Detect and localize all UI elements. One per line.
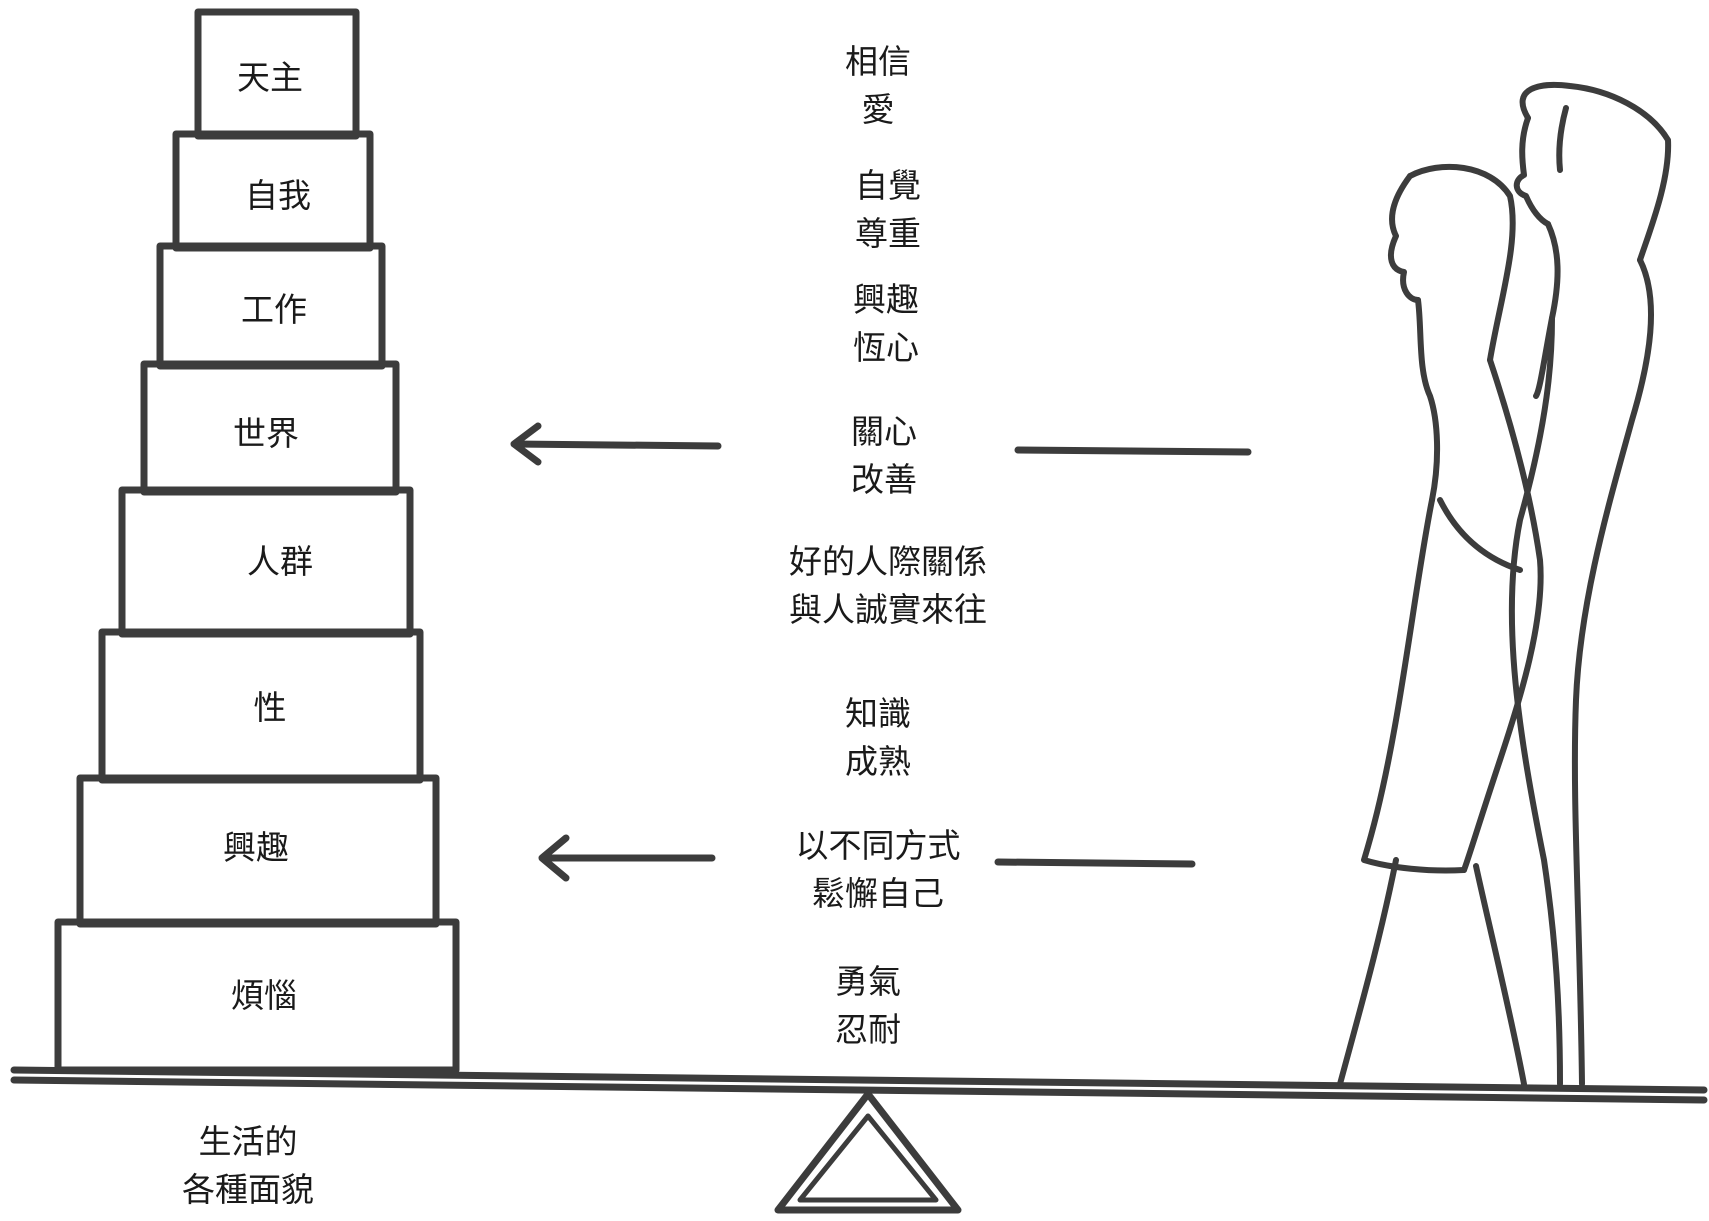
middle-text-line: 好的人際關係 xyxy=(789,542,987,581)
middle-text-pair: 好的人際關係 與人誠實來往 xyxy=(789,538,987,634)
middle-text-pair: 自覺 尊重 xyxy=(855,162,921,258)
tower-block-label: 世界 xyxy=(233,414,299,453)
tower-block-label: 自我 xyxy=(245,176,311,215)
bottom-caption: 生活的 各種面貌 xyxy=(182,1118,314,1214)
middle-text-line: 忍耐 xyxy=(835,1010,901,1049)
middle-text-pair: 以不同方式 鬆懈自己 xyxy=(796,822,961,918)
connector-line-upper xyxy=(1014,446,1252,456)
tower-block-label: 性 xyxy=(253,688,287,727)
middle-text-line: 尊重 xyxy=(855,214,921,253)
seesaw-beam xyxy=(10,1066,1708,1104)
tower-block-label: 工作 xyxy=(241,290,307,329)
middle-text-line: 關心 xyxy=(851,412,917,451)
tower-block-shape xyxy=(194,8,360,140)
middle-text-line: 勇氣 xyxy=(835,962,901,1001)
middle-text-line: 改善 xyxy=(851,460,917,499)
bottom-caption-line: 各種面貌 xyxy=(182,1170,314,1209)
middle-text-pair: 興趣 恆心 xyxy=(853,276,919,372)
arrow-left-lower xyxy=(538,834,716,882)
tower-block-label: 興趣 xyxy=(223,828,289,867)
middle-text-line: 自覺 xyxy=(855,166,921,205)
middle-text-line: 成熟 xyxy=(845,742,911,781)
fulcrum-triangle xyxy=(774,1090,962,1214)
connector-line-lower xyxy=(994,858,1196,868)
middle-text-line: 與人誠實來往 xyxy=(789,590,987,629)
tower-block-label: 人群 xyxy=(247,542,313,581)
middle-text-pair: 相信 愛 xyxy=(845,38,911,134)
tower-block-label: 天主 xyxy=(237,58,303,97)
middle-text-line: 以不同方式 xyxy=(795,826,961,865)
middle-text-pair: 關心 改善 xyxy=(851,408,917,504)
tower-block-label: 煩惱 xyxy=(231,976,297,1015)
middle-text-line: 知識 xyxy=(845,694,911,733)
middle-text-pair: 勇氣 忍耐 xyxy=(835,958,901,1054)
middle-text-line: 相信 xyxy=(845,42,911,81)
middle-text-line: 恆心 xyxy=(853,328,919,367)
arrow-left-upper xyxy=(510,422,722,466)
middle-text-line: 鬆懈自己 xyxy=(812,874,944,913)
middle-text-pair: 知識 成熟 xyxy=(845,690,911,786)
middle-text-line: 興趣 xyxy=(853,280,919,319)
couple-figures-icon xyxy=(1337,81,1672,1087)
bottom-caption-line: 生活的 xyxy=(198,1122,298,1161)
middle-text-line: 愛 xyxy=(861,90,895,129)
fulcrum-inner xyxy=(797,1113,939,1203)
